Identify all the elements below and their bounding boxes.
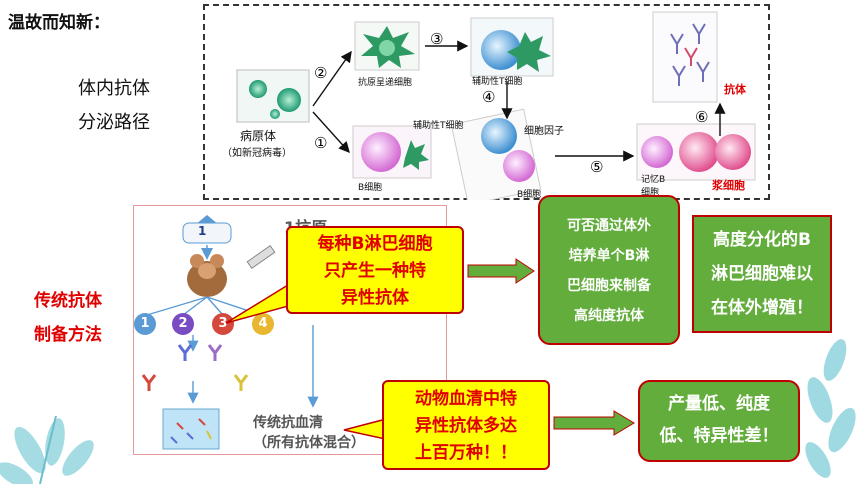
pathogen-sub-label: （如新冠病毒） (222, 148, 292, 159)
bubble-line: 每种B淋巴细胞 (317, 234, 433, 254)
step-1-marker: ① (314, 134, 328, 152)
helper-t-label-mid: 辅助性T细胞 (413, 121, 464, 131)
conclusion-line: 低、特异性差！ (659, 426, 779, 446)
bubble-line: 异性抗体多达 (415, 416, 517, 436)
section-label-line: 传统抗体 (34, 291, 102, 311)
arrow-to-conclusion (553, 410, 635, 436)
cytokine-label: 细胞因子 (524, 126, 564, 137)
answer-line: 高度分化的B (713, 230, 811, 250)
apc-label: 抗原呈递细胞 (358, 78, 413, 88)
question-line: 培养单个B淋 (568, 248, 650, 264)
serum-label: 传统抗血清 （所有抗体混合） (253, 412, 365, 452)
antibody-image (652, 11, 718, 103)
section-label-line: 分泌路径 (78, 112, 150, 133)
step-2-marker: ② (314, 64, 328, 82)
clone-number-3: 3 (212, 313, 234, 335)
step-6-marker: ⑥ (695, 108, 709, 126)
memory-b-line: 细胞 (641, 188, 660, 198)
section-label-line: 体内抗体 (78, 78, 150, 99)
clone-number-2: 2 (172, 313, 194, 335)
callout-bubble-serum: 动物血清中特 异性抗体多达 上百万种！！ (382, 380, 550, 470)
helper-t-cell-image-top (470, 17, 554, 77)
question-line: 可否通过体外 (567, 218, 651, 234)
step-4-marker: ④ (482, 88, 496, 106)
question-line: 巴细胞来制备 (567, 278, 651, 294)
clone-number-1: 1 (134, 313, 156, 335)
bubble-line: 异性抗体 (341, 288, 409, 308)
plasma-cell-label: 浆细胞 (712, 179, 745, 192)
callout-bubble-b-cell: 每种B淋巴细胞 只产生一种特 异性抗体 (286, 226, 464, 314)
leaf-decoration-left (0, 415, 94, 484)
antigen-number: 1 (198, 224, 207, 238)
step-5-marker: ⑤ (590, 158, 604, 176)
step-3-marker: ③ (430, 30, 444, 48)
conclusion-box: 产量低、纯度 低、特异性差！ (638, 380, 800, 462)
memory-plasma-cells-image (636, 123, 756, 181)
b-cell-image (352, 125, 432, 179)
helper-t-b-cell-image (450, 108, 542, 200)
pathogen-image (236, 69, 310, 123)
answer-line: 淋巴细胞难以 (711, 264, 813, 284)
clone-number-4: 4 (252, 313, 274, 335)
b-cell-mid-label: B细胞 (517, 190, 542, 200)
traditional-method-diagram (141, 215, 319, 450)
page-heading: 温故而知新： (8, 13, 110, 33)
question-line: 高纯度抗体 (574, 308, 644, 324)
b-cell-label: B细胞 (358, 183, 383, 193)
section-body-antibody-label: 体内抗体 分泌路径 (78, 72, 150, 140)
bubble-line: 只产生一种特 (324, 261, 426, 281)
pathogen-label: 病原体 (240, 129, 277, 143)
apc-cell-image (354, 21, 420, 71)
serum-line: （所有抗体混合） (253, 435, 365, 451)
helper-t-label-top: 辅助性T细胞 (472, 77, 523, 87)
leaf-decoration-right (805, 339, 856, 478)
answer-box: 高度分化的B 淋巴细胞难以 在体外增殖！ (692, 215, 832, 333)
antibody-label: 抗体 (724, 83, 746, 96)
memory-b-line: 记忆B (641, 175, 666, 185)
conclusion-line: 产量低、纯度 (668, 394, 770, 414)
answer-line: 在体外增殖！ (711, 298, 813, 318)
bubble-line: 上百万种！！ (415, 443, 517, 463)
arrow-to-question (467, 258, 535, 284)
section-traditional-method-label: 传统抗体 制备方法 (34, 284, 102, 352)
question-box: 可否通过体外 培养单个B淋 巴细胞来制备 高纯度抗体 (538, 195, 680, 345)
serum-line: 传统抗血清 (253, 415, 323, 431)
memory-b-label: 记忆B 细胞 (641, 172, 665, 198)
section-label-line: 制备方法 (34, 325, 102, 345)
pathway-diagram (236, 11, 756, 200)
bubble-line: 动物血清中特 (415, 389, 517, 409)
